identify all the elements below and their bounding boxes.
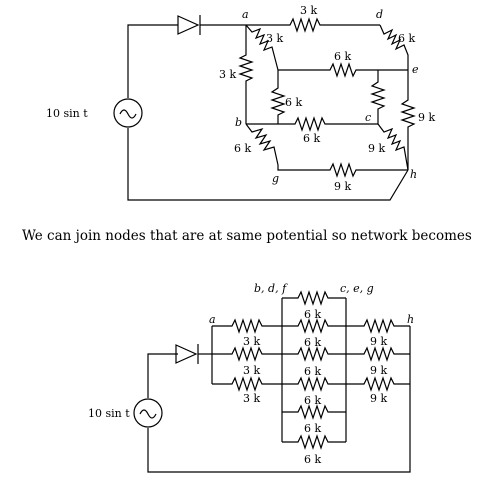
bottom-ac-source bbox=[133, 398, 163, 428]
bottom-wire-bottom bbox=[147, 326, 411, 473]
top-labels: a d e b c g h 10 sin t 3 k 3 k 3 k 6 k 6… bbox=[46, 4, 435, 193]
top-res-center-vert bbox=[270, 70, 286, 124]
top-res-ab bbox=[238, 25, 254, 124]
top-res-d-right-label: 6 k bbox=[398, 32, 415, 45]
bottom-6k-label-1: 6 k bbox=[304, 308, 321, 321]
top-res-c-vert bbox=[370, 70, 386, 124]
bottom-res-6k-5 bbox=[282, 404, 346, 420]
bottom-node-h-label: h bbox=[407, 313, 414, 326]
top-res-a-center bbox=[245, 24, 279, 71]
top-source-label: 10 sin t bbox=[46, 107, 88, 120]
node-c-label: c bbox=[365, 111, 371, 124]
top-wire-left bbox=[127, 24, 178, 98]
bottom-9k-label-3: 9 k bbox=[370, 392, 387, 405]
bottom-diode bbox=[175, 344, 212, 364]
top-res-ad bbox=[246, 17, 380, 33]
bottom-res-3k-1 bbox=[212, 318, 282, 334]
group-ceg-label: c, e, g bbox=[340, 282, 374, 295]
top-res-ad-label: 3 k bbox=[300, 4, 317, 17]
bottom-6k-label-3: 6 k bbox=[304, 365, 321, 378]
caption-text: We can join nodes that are at same poten… bbox=[22, 228, 472, 244]
bottom-9k-label-2: 9 k bbox=[370, 364, 387, 377]
bottom-6k-label-2: 6 k bbox=[304, 336, 321, 349]
top-ac-source bbox=[113, 98, 143, 128]
group-bdf-label: b, d, f bbox=[254, 282, 288, 295]
top-circuit bbox=[113, 15, 416, 201]
bottom-res-6k-1 bbox=[282, 290, 346, 306]
top-res-ab-label: 3 k bbox=[219, 68, 236, 81]
node-b-label: b bbox=[235, 116, 242, 129]
top-res-bg-label: 6 k bbox=[234, 142, 251, 155]
top-res-ch-label: 9 k bbox=[368, 142, 385, 155]
top-res-de bbox=[379, 24, 409, 70]
node-e-label: e bbox=[412, 63, 419, 76]
bottom-res-6k-2 bbox=[282, 318, 346, 334]
bottom-wire-left bbox=[147, 353, 178, 398]
bottom-3k-label-1: 3 k bbox=[243, 335, 260, 348]
bottom-source-label: 10 sin t bbox=[88, 407, 130, 420]
bottom-9k-label-1: 9 k bbox=[370, 335, 387, 348]
bottom-3k-label-3: 3 k bbox=[243, 392, 260, 405]
bottom-3k-label-2: 3 k bbox=[243, 364, 260, 377]
top-res-bc-label: 6 k bbox=[303, 132, 320, 145]
bottom-res-3k-2 bbox=[212, 346, 282, 362]
top-res-bg bbox=[245, 123, 279, 166]
node-d-label: d bbox=[376, 8, 383, 21]
bottom-res-3k-3 bbox=[212, 376, 282, 392]
top-wire-bottom bbox=[127, 128, 409, 201]
node-h-label: h bbox=[410, 168, 417, 181]
bottom-res-6k-6 bbox=[282, 434, 346, 450]
bottom-circuit bbox=[133, 290, 411, 473]
top-res-bc bbox=[246, 116, 378, 132]
top-res-gh bbox=[277, 162, 408, 178]
top-res-gh-label: 9 k bbox=[334, 180, 351, 193]
bottom-res-9k-2 bbox=[346, 346, 410, 362]
bottom-res-6k-3 bbox=[282, 346, 346, 362]
top-res-eh bbox=[400, 70, 416, 170]
node-a-label: a bbox=[242, 8, 249, 21]
top-wire-mid-row bbox=[278, 62, 408, 78]
node-g-label: g bbox=[272, 172, 279, 185]
bottom-res-9k-3 bbox=[346, 376, 410, 392]
bottom-res-9k-1 bbox=[346, 318, 410, 334]
bottom-labels: b, d, f c, e, g a h 10 sin t 3 k 3 k 3 k… bbox=[88, 282, 414, 466]
bottom-res-6k-4 bbox=[282, 376, 346, 392]
top-res-ch bbox=[377, 123, 409, 171]
top-res-center-vert-label: 6 k bbox=[285, 96, 302, 109]
bottom-node-a-label: a bbox=[209, 313, 216, 326]
bottom-6k-label-5: 6 k bbox=[304, 422, 321, 435]
bottom-6k-label-4: 6 k bbox=[304, 394, 321, 407]
bottom-6k-label-6: 6 k bbox=[304, 453, 321, 466]
top-res-horiz-label: 6 k bbox=[334, 50, 351, 63]
top-diode bbox=[177, 15, 246, 35]
top-res-a-center-label: 3 k bbox=[266, 32, 283, 45]
top-res-eh-label: 9 k bbox=[418, 111, 435, 124]
